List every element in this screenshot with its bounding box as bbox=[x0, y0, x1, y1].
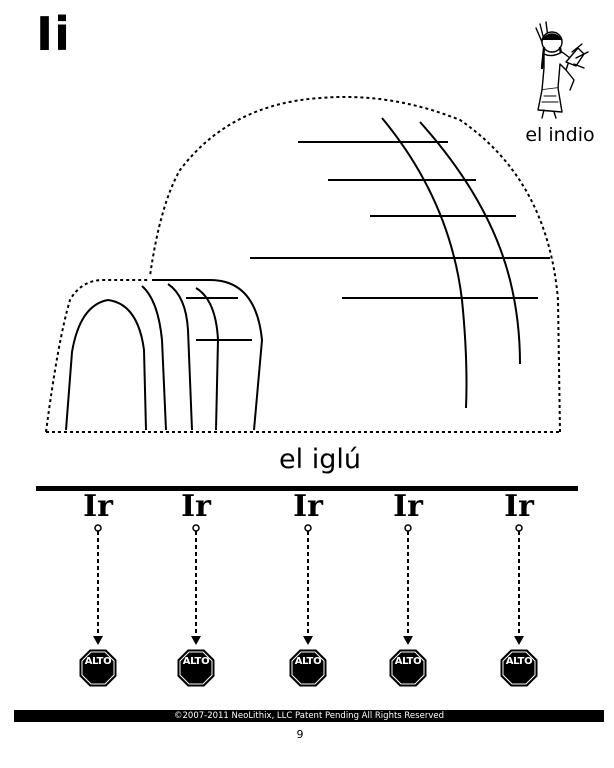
tracing-column: Ir ALTO bbox=[58, 488, 138, 698]
corner-image-caption: el indio bbox=[525, 124, 595, 146]
stop-sign-label: ALTO bbox=[394, 656, 422, 667]
stop-sign-label: ALTO bbox=[294, 656, 322, 667]
igloo-illustration bbox=[45, 95, 561, 433]
page-number: 9 bbox=[296, 728, 304, 741]
tracing-column: Ir ALTO bbox=[368, 488, 448, 698]
stop-sign-icon bbox=[289, 649, 327, 687]
native-child-illustration bbox=[535, 21, 589, 119]
stop-sign-label: ALTO bbox=[84, 656, 112, 667]
tracing-letters: Ir bbox=[504, 489, 534, 524]
page-title-letter: Ii bbox=[36, 7, 71, 61]
divider-line bbox=[36, 486, 578, 491]
tracing-column: Ir ALTO bbox=[479, 488, 559, 698]
trace-arrow-icon bbox=[79, 524, 117, 687]
stop-sign-icon bbox=[177, 649, 215, 687]
trace-arrow-icon bbox=[289, 524, 327, 687]
trace-arrow-icon bbox=[177, 524, 215, 687]
copyright-footer: ©2007-2011 NeoLithix, LLC Patent Pending… bbox=[14, 710, 604, 722]
stop-sign-icon bbox=[79, 649, 117, 687]
stop-sign-icon bbox=[389, 649, 427, 687]
tracing-column: Ir ALTO bbox=[268, 488, 348, 698]
tracing-letters: Ir bbox=[393, 489, 423, 524]
stop-sign-icon bbox=[500, 649, 538, 687]
stop-sign-label: ALTO bbox=[182, 656, 210, 667]
tracing-letters: Ir bbox=[83, 489, 113, 524]
tracing-letters: Ir bbox=[181, 489, 211, 524]
tracing-column: Ir ALTO bbox=[156, 488, 236, 698]
main-image-caption: el iglú bbox=[279, 444, 361, 475]
trace-arrow-icon bbox=[389, 524, 427, 687]
trace-arrow-icon bbox=[500, 524, 538, 687]
tracing-letters: Ir bbox=[293, 489, 323, 524]
stop-sign-label: ALTO bbox=[505, 656, 533, 667]
